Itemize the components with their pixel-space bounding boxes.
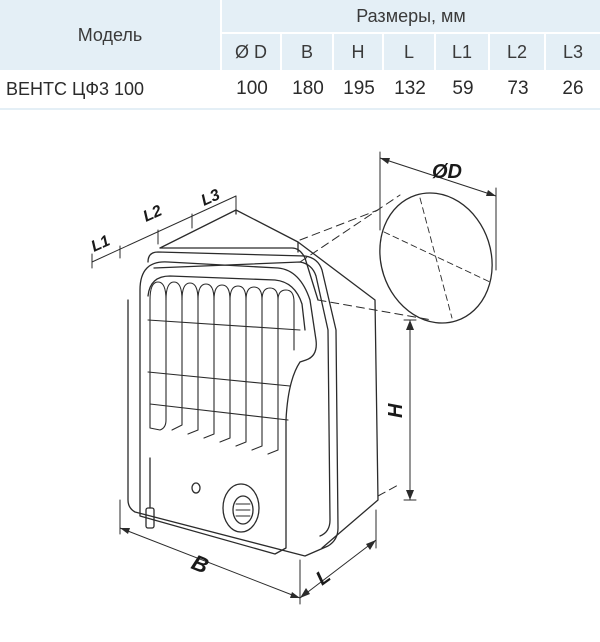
projection-lines bbox=[299, 194, 433, 497]
value-b: 180 bbox=[282, 70, 334, 110]
col-header-l2: L2 bbox=[490, 34, 546, 70]
value-l2: 73 bbox=[490, 70, 546, 110]
value-l: 132 bbox=[384, 70, 436, 110]
label-l1: L1 bbox=[89, 232, 113, 255]
dimensions-header: Размеры, мм bbox=[222, 0, 600, 34]
mounting-frame bbox=[127, 251, 339, 557]
value-l3: 26 bbox=[546, 70, 600, 110]
table-row: ВЕНТС ЦФ3 100 100 180 195 132 59 73 26 bbox=[0, 70, 600, 110]
label-l2: L2 bbox=[141, 202, 165, 225]
col-header-l1: L1 bbox=[436, 34, 490, 70]
front-grille-panel bbox=[139, 261, 317, 555]
value-d: 100 bbox=[222, 70, 282, 110]
duct-circle bbox=[379, 192, 493, 324]
col-header-b: B bbox=[282, 34, 334, 70]
value-l1: 59 bbox=[436, 70, 490, 110]
dimensions-table: Модель Размеры, мм Ø D B H L L1 L2 L3 ВЕ… bbox=[0, 0, 600, 110]
col-header-l3: L3 bbox=[546, 34, 600, 70]
fan-technical-drawing: ØD H B L L1 L2 L3 bbox=[89, 151, 497, 605]
grille-louvers bbox=[147, 281, 301, 455]
dimension-arrows bbox=[120, 158, 496, 598]
col-header-d: Ø D bbox=[222, 34, 282, 70]
control-knob bbox=[191, 482, 260, 533]
fan-housing-body bbox=[159, 209, 379, 549]
label-width: B bbox=[188, 549, 212, 578]
model-header: Модель bbox=[0, 0, 222, 70]
model-cell: ВЕНТС ЦФ3 100 bbox=[0, 70, 222, 110]
value-h: 195 bbox=[334, 70, 384, 110]
label-diameter: ØD bbox=[432, 161, 462, 183]
label-l3: L3 bbox=[199, 186, 223, 209]
label-height: H bbox=[385, 403, 407, 418]
col-header-h: H bbox=[334, 34, 384, 70]
pull-cord bbox=[145, 457, 155, 529]
col-header-l: L bbox=[384, 34, 436, 70]
